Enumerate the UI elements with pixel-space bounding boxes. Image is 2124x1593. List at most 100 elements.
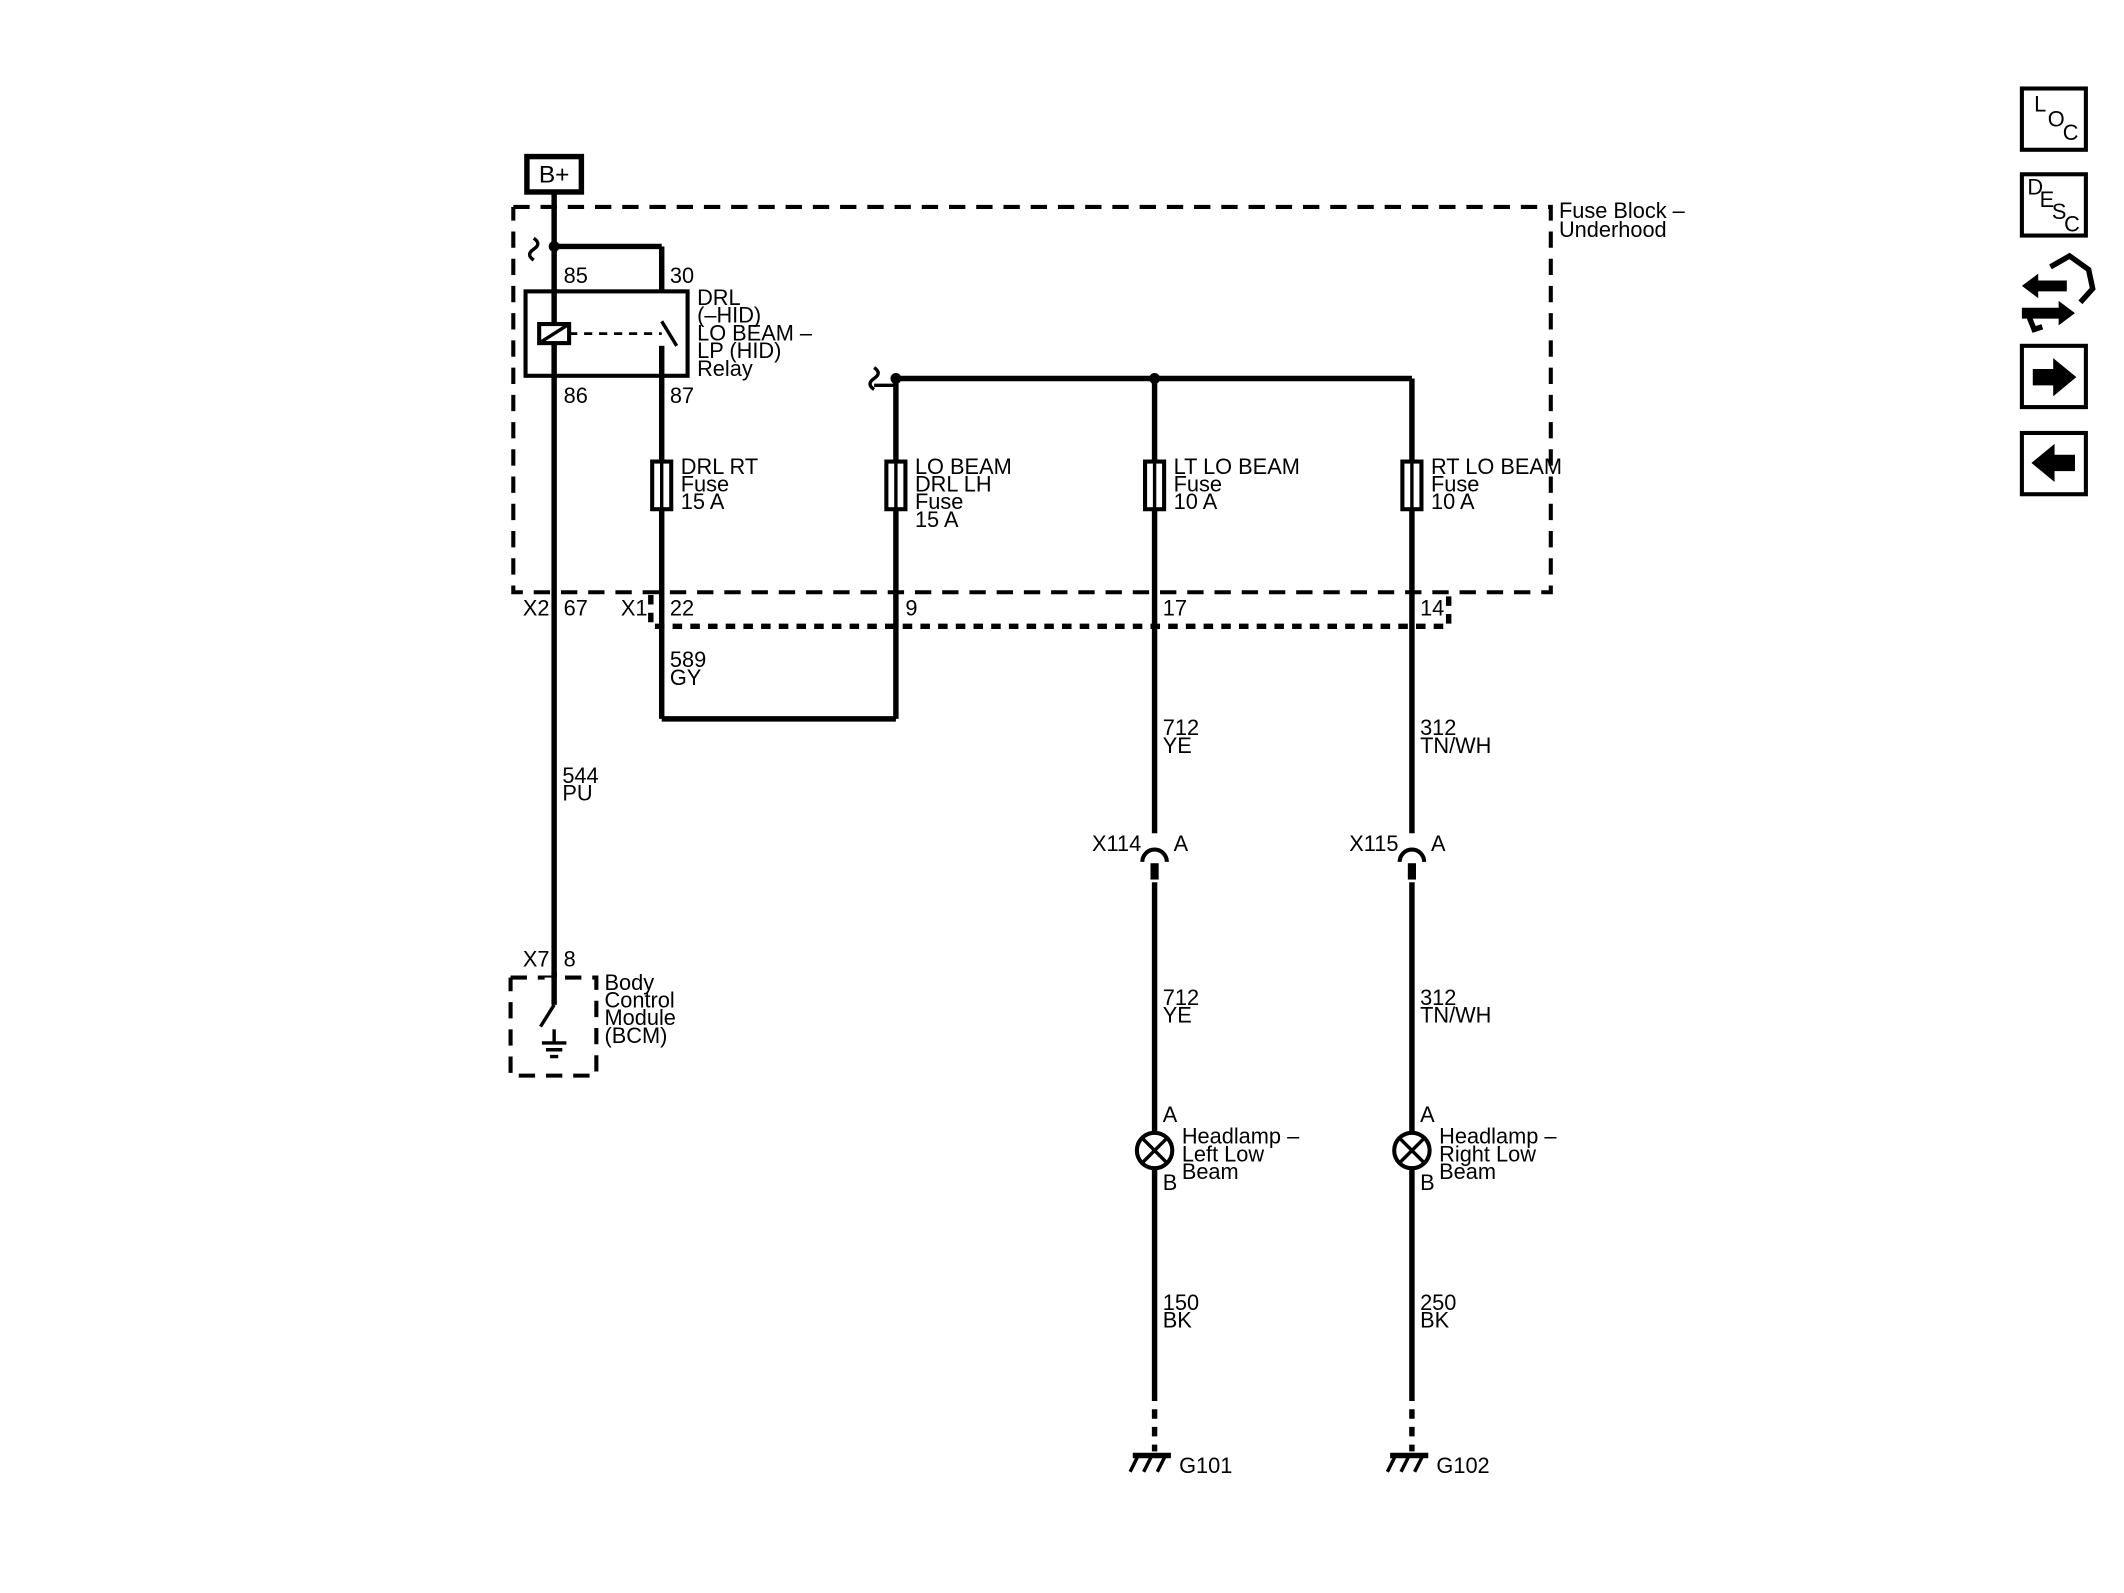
headlamp-right-pin-a: A (1420, 1102, 1435, 1127)
relay-label-line3: LO BEAM – (697, 320, 813, 345)
fuse-block-label-line2: Underhood (1559, 217, 1667, 242)
fuse-rt-lo-beam-line2: Fuse (1431, 472, 1479, 497)
fuse-block-outline: Fuse Block – Underhood (511, 198, 1686, 595)
headlamp-right-pin-b: B (1420, 1170, 1435, 1195)
previous-page-button[interactable] (2019, 430, 2088, 497)
location-button[interactable]: L O C (2019, 86, 2088, 152)
headlamp-right-label-line2: Right Low (1439, 1141, 1536, 1166)
wire-break-mark (527, 236, 540, 262)
fuse-drl-rt-line2: Fuse (681, 472, 729, 497)
bcm-connector-pin: 8 (564, 947, 576, 972)
fuse-lo-beam-line3: Fuse (915, 489, 963, 514)
description-button[interactable]: D E S C (2019, 172, 2088, 238)
fuse-lo-beam-drl-lh: LO BEAM DRL LH Fuse 15 A (884, 454, 1012, 532)
battery-positive-label: B+ (539, 161, 570, 188)
connector-x2-pin: 67 (564, 595, 588, 620)
relay-pin-86: 86 (564, 383, 588, 408)
bcm-label-line2: Control (605, 988, 675, 1013)
desc-letter-2: E (2040, 187, 2055, 212)
relay-pin-30: 30 (670, 263, 694, 288)
headlamp-right-label-line3: Beam (1439, 1159, 1496, 1184)
connector-x1-pin-17: 17 (1163, 595, 1187, 620)
desc-letter-3: S (2052, 199, 2067, 224)
fuse-block-label-line1: Fuse Block – (1559, 198, 1686, 223)
wire-312b-color: TN/WH (1420, 1003, 1491, 1028)
fuse-rt-lo-beam: RT LO BEAM Fuse 10 A (1400, 454, 1562, 514)
battery-positive-terminal: B+ (524, 153, 585, 195)
fuse-rt-lo-beam-line1: RT LO BEAM (1431, 454, 1562, 479)
relay: 85 30 86 87 DRL (–HID) LO BEAM – LP (HID… (523, 263, 813, 408)
connector-x1-pin-22: 22 (670, 595, 694, 620)
wire-712a-number: 712 (1163, 715, 1199, 740)
connector-x1-pin-14: 14 (1420, 595, 1444, 620)
headlamp-left-label-line1: Headlamp – (1182, 1124, 1300, 1149)
headlamp-right-low-beam: A B Headlamp – Right Low Beam (1392, 1102, 1557, 1195)
connector-x114-label: X114 (1092, 831, 1141, 856)
wire-544-color: PU (562, 781, 592, 806)
fuse-rt-lo-beam-line3: 10 A (1431, 489, 1475, 514)
ground-g102-label: G102 (1436, 1453, 1489, 1478)
inline-connector-x114: X114 A (1092, 831, 1189, 883)
connector-pinout-icon (2021, 252, 2096, 333)
wire-312a-number: 312 (1420, 715, 1456, 740)
fuse-lo-beam-line4: 15 A (915, 507, 959, 532)
wire-150-number: 150 (1163, 1290, 1199, 1315)
headlamp-right-label-line1: Headlamp – (1439, 1124, 1557, 1149)
fuse-lo-beam-line2: DRL LH (915, 472, 992, 497)
loc-letter-3: C (2063, 120, 2079, 145)
inline-connector-x115: X115 A (1349, 831, 1446, 883)
fuse-drl-rt: DRL RT Fuse 15 A (650, 454, 758, 514)
headlamp-left-low-beam: A B Headlamp – Left Low Beam (1134, 1102, 1300, 1195)
fuse-drl-rt-line1: DRL RT (681, 454, 758, 479)
wire-250-number: 250 (1420, 1290, 1456, 1315)
ground-g101-label: G101 (1179, 1453, 1232, 1478)
connector-x115-pin: A (1431, 831, 1446, 856)
loc-letter-2: O (2048, 107, 2065, 132)
wire-712b-number: 712 (1163, 985, 1199, 1010)
desc-letter-1: D (2027, 175, 2043, 200)
body-control-module: X7 8 Body Control Module (BCM) (508, 947, 676, 1078)
bcm-label-line4: (BCM) (605, 1023, 668, 1048)
wire-312a-color: TN/WH (1420, 733, 1491, 758)
desc-letter-4: C (2064, 211, 2080, 236)
wire-312b-number: 312 (1420, 985, 1456, 1010)
relay-pin-87: 87 (670, 383, 694, 408)
next-page-button[interactable] (2019, 343, 2088, 410)
bcm-label-line3: Module (605, 1005, 676, 1030)
fuse-lt-lo-beam: LT LO BEAM Fuse 10 A (1143, 454, 1300, 514)
relay-label-line4: LP (HID) (697, 338, 781, 363)
connector-x1-pin-9: 9 (905, 595, 917, 620)
fuse-lt-lo-beam-line1: LT LO BEAM (1174, 454, 1300, 479)
wire-712b-color: YE (1163, 1003, 1192, 1028)
ground-g102: G102 (1385, 1391, 1490, 1478)
wire-250-color: BK (1420, 1308, 1450, 1333)
ground-g101: G101 (1128, 1391, 1232, 1478)
headlamp-left-pin-b: B (1163, 1170, 1178, 1195)
wire-break-mark (868, 366, 880, 391)
next-arrow-icon (2032, 358, 2077, 397)
fuse-lt-lo-beam-line3: 10 A (1174, 489, 1218, 514)
headlamp-left-label-line3: Beam (1182, 1159, 1239, 1184)
connector-x2-label: X2 (523, 595, 550, 620)
relay-label-line1: DRL (697, 285, 741, 310)
connector-x114-pin: A (1174, 831, 1189, 856)
previous-arrow-icon (2031, 443, 2075, 482)
wire-150-color: BK (1163, 1308, 1193, 1333)
wire-544-number: 544 (562, 763, 598, 788)
wire-589-number: 589 (670, 647, 706, 672)
relay-label-line2: (–HID) (697, 303, 761, 328)
relay-label-line5: Relay (697, 356, 753, 381)
connector-x1-label: X1 (621, 595, 648, 620)
bcm-connector-label: X7 (523, 947, 550, 972)
loc-letter-1: L (2034, 92, 2046, 117)
bcm-label-line1: Body (605, 970, 655, 995)
connector-pinout-button[interactable] (2021, 252, 2096, 333)
relay-pin-85: 85 (564, 263, 588, 288)
connector-x115-label: X115 (1349, 831, 1398, 856)
headlamp-left-pin-a: A (1163, 1102, 1178, 1127)
connector-x1-outline (648, 594, 1452, 630)
wire-589-color: GY (670, 665, 702, 690)
headlamp-left-label-line2: Left Low (1182, 1141, 1265, 1166)
fuse-lo-beam-line1: LO BEAM (915, 454, 1012, 479)
